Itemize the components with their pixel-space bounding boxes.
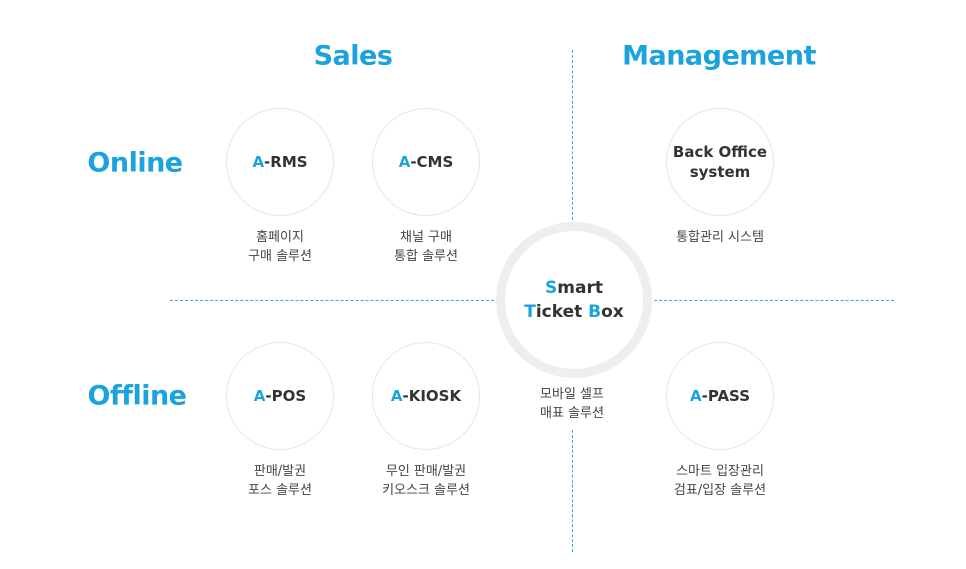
node-back-office-title: Back Office system: [672, 143, 768, 181]
node-back-office-desc: 통합관리 시스템: [676, 230, 764, 245]
node-a-kiosk: A-KIOSK: [372, 342, 480, 450]
center-smart-ticket-box: Smart Ticket Box: [496, 222, 652, 378]
horizontal-divider-left: [170, 300, 494, 301]
header-online: Online: [87, 147, 183, 179]
center-desc: 모바일 셀프 매표 솔루션: [540, 387, 604, 421]
center-title: Smart Ticket Box: [524, 278, 624, 322]
node-a-pass-desc: 스마트 입장관리 검표/입장 솔루션: [673, 464, 767, 498]
header-offline: Offline: [87, 380, 188, 412]
node-a-rms-title: A-RMS: [252, 153, 308, 171]
node-a-pos-title: A-POS: [253, 387, 307, 405]
node-a-kiosk-desc: 무인 판매/발권 키오스크 솔루션: [382, 464, 470, 498]
node-back-office: Back Office system: [666, 108, 774, 216]
node-a-kiosk-title: A-KIOSK: [390, 387, 462, 405]
node-a-rms: A-RMS: [226, 108, 334, 216]
node-a-pass-title: A-PASS: [690, 387, 750, 405]
node-a-pos-desc: 판매/발권 포스 솔루션: [248, 464, 312, 498]
header-sales: Sales: [313, 40, 393, 72]
node-a-cms: A-CMS: [372, 108, 480, 216]
node-a-pass: A-PASS: [666, 342, 774, 450]
header-management: Management: [622, 40, 816, 72]
vertical-divider-bottom: [572, 430, 573, 552]
vertical-divider-top: [572, 50, 573, 220]
node-a-pos: A-POS: [226, 342, 334, 450]
horizontal-divider-right: [654, 300, 894, 301]
node-a-rms-desc: 홈페이지 구매 솔루션: [248, 230, 312, 264]
node-a-cms-title: A-CMS: [398, 153, 454, 171]
node-a-cms-desc: 채널 구매 통합 솔루션: [394, 230, 458, 264]
